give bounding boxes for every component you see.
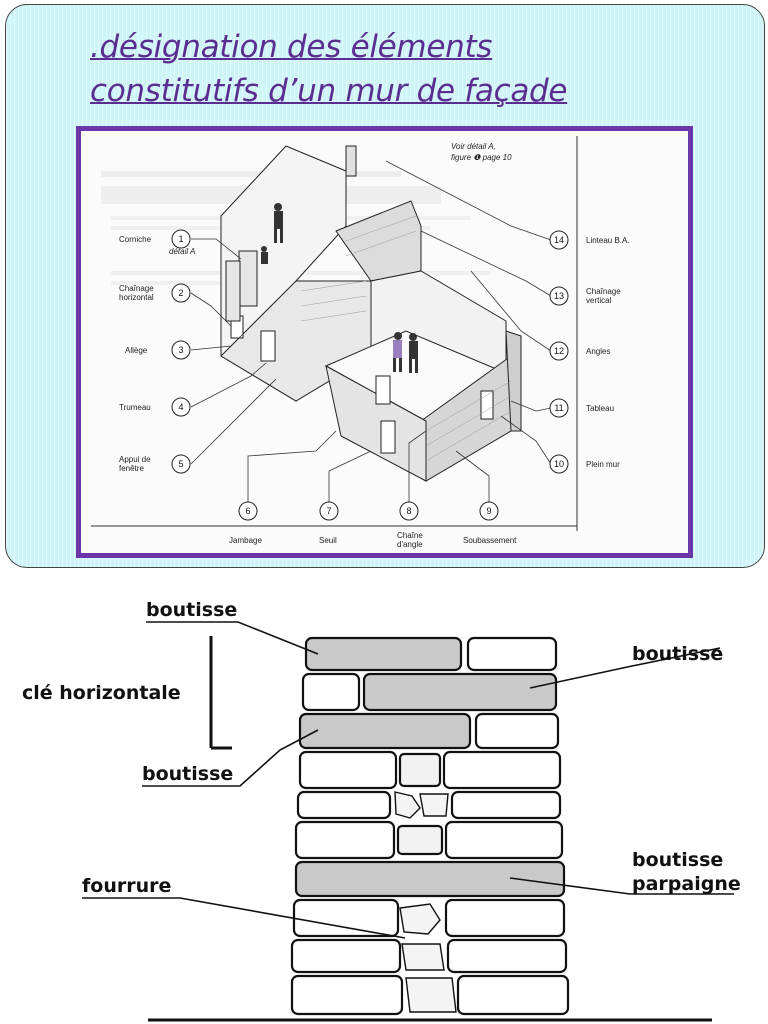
ref-note-line-2: figure ❶ page 10 xyxy=(451,153,512,162)
label-boutisse-parpaigne-1: boutisse xyxy=(632,849,723,871)
slide-panel: .désignation des éléments constitutifs d… xyxy=(5,4,765,568)
bottom-label-8: 8 Chaîne d'angle xyxy=(397,501,423,549)
right-label-10: 10 Plein mur xyxy=(549,454,620,474)
left-label-4-number: 4 xyxy=(178,402,183,412)
left-label-5-number: 5 xyxy=(178,459,183,469)
bottom-label-9-number: 9 xyxy=(486,506,491,516)
right-label-13-text-2: vertical xyxy=(586,296,612,305)
left-label-5-text-1: Appui de xyxy=(119,455,151,464)
bottom-label-8-number: 8 xyxy=(406,506,411,516)
label-boutisse-top: boutisse xyxy=(146,599,237,621)
boutisse-parpaigne-stone xyxy=(294,860,566,898)
right-label-14-number: 14 xyxy=(554,235,564,245)
right-label-14-text: Linteau B.A. xyxy=(586,236,630,245)
bottom-label-8-text-1: Chaîne xyxy=(397,531,423,540)
detail-a-label: détail A xyxy=(169,247,195,256)
right-label-11-text: Tableau xyxy=(586,404,614,413)
left-label-1-text: Corniche xyxy=(119,235,152,244)
bottom-label-6-number: 6 xyxy=(245,506,250,516)
left-label-1: 1 Corniche xyxy=(119,229,191,249)
left-label-4-text: Trumeau xyxy=(119,403,151,412)
bottom-label-6-text: Jambage xyxy=(229,536,262,545)
label-cle-horizontale: clé horizontale xyxy=(22,682,181,704)
slide-title-line-2: constitutifs d’un mur de façade xyxy=(90,73,568,109)
label-boutisse-parpaigne-2: parpaigne xyxy=(632,873,741,895)
right-label-12-number: 12 xyxy=(554,346,564,356)
right-label-10-number: 10 xyxy=(554,459,564,469)
left-label-3: 3 Allège xyxy=(125,340,191,360)
left-label-2-text-2: horizontal xyxy=(119,293,154,302)
right-label-11-number: 11 xyxy=(554,403,563,413)
bottom-label-6: 6 Jambage xyxy=(229,501,262,545)
left-label-2-text-1: Chaînage xyxy=(119,284,154,293)
right-label-13-text-1: Chaînage xyxy=(586,287,621,296)
right-label-12: 12 Angles xyxy=(549,341,610,361)
ref-note-line-1: Voir détail A, xyxy=(451,142,496,151)
bottom-label-8-text-2: d'angle xyxy=(397,540,423,549)
right-label-11: 11 Tableau xyxy=(549,398,614,418)
label-fourrure: fourrure xyxy=(82,875,171,897)
house-drawing xyxy=(190,145,552,511)
left-label-5: 5 Appui de fenêtre xyxy=(119,454,191,474)
boutisse-stone-3 xyxy=(298,712,472,750)
right-label-13: 13 Chaînage vertical xyxy=(549,286,621,306)
stone-wall xyxy=(290,636,570,1016)
right-label-12-text: Angles xyxy=(586,347,610,356)
diagram-frame: Voir détail A, figure ❶ page 10 détail A… xyxy=(76,126,693,558)
right-label-14: 14 Linteau B.A. xyxy=(549,230,630,250)
right-label-10-text: Plein mur xyxy=(586,460,620,469)
label-boutisse-left: boutisse xyxy=(142,763,233,785)
left-label-3-text: Allège xyxy=(125,346,148,355)
stone-wall-diagram: boutisse boutisse clé horizontale boutis… xyxy=(22,599,741,1022)
wall-leader-lines xyxy=(82,621,734,939)
boutisse-stone-1 xyxy=(304,636,463,672)
bottom-label-9: 9 Soubassement xyxy=(463,501,517,545)
left-label-5-text-2: fenêtre xyxy=(119,464,144,473)
boutisse-stone-2 xyxy=(362,672,558,712)
right-label-13-number: 13 xyxy=(554,291,564,301)
house-diagram: Voir détail A, figure ❶ page 10 détail A… xyxy=(91,136,630,549)
bottom-label-7: 7 Seuil xyxy=(319,501,339,545)
bottom-label-7-text: Seuil xyxy=(319,536,337,545)
left-label-2-number: 2 xyxy=(178,288,183,298)
people-figures xyxy=(261,203,418,373)
left-label-3-number: 3 xyxy=(178,345,183,355)
label-boutisse-right: boutisse xyxy=(632,643,723,665)
bottom-label-7-number: 7 xyxy=(326,506,331,516)
left-label-1-number: 1 xyxy=(178,234,183,244)
left-label-2: 2 Chaînage horizontal xyxy=(119,283,191,303)
bottom-label-9-text: Soubassement xyxy=(463,536,517,545)
slide-title-line-1: .désignation des éléments xyxy=(90,29,493,65)
left-label-4: 4 Trumeau xyxy=(119,397,191,417)
